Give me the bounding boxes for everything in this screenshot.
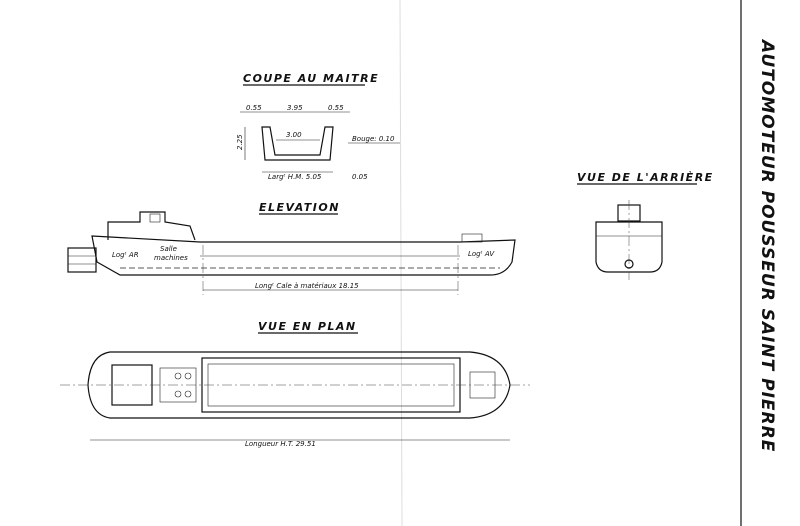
coupe-heading: COUPE AU MAITRE <box>243 72 379 85</box>
fold-line <box>399 0 403 526</box>
elevation-view: ELEVATION Logᵗ AR Salle machines Logᵗ AV… <box>67 201 516 295</box>
width-label: Largᵗ H.M. 5.05 <box>268 173 322 181</box>
plan-view: VUE EN PLAN Longueur H.T. 29.51 <box>60 320 530 448</box>
log-ar-label: Logᵗ AR <box>112 251 139 259</box>
dim-small: 0.05 <box>352 173 368 181</box>
machines-label: machines <box>154 254 188 262</box>
arriere-heading: VUE DE L'ARRIÈRE <box>577 170 714 184</box>
cale-length-label: Longᵗ Cale à matériaux 18.15 <box>255 282 359 290</box>
dim-bottom-inner: 3.00 <box>286 131 302 139</box>
salle-label: Salle <box>160 245 177 253</box>
coupe-au-maitre: COUPE AU MAITRE 0.55 3.95 0.55 3.00 2.25… <box>236 72 400 181</box>
rear-view: VUE DE L'ARRIÈRE <box>577 170 714 280</box>
dim-right: 0.55 <box>328 104 344 112</box>
bouge-label: Bouge: 0.10 <box>352 135 395 143</box>
longueur-label: Longueur H.T. 29.51 <box>245 440 316 448</box>
drawing-title: AUTOMOTEUR POUSSEUR SAINT PIERRE <box>757 38 777 452</box>
elevation-heading: ELEVATION <box>259 201 340 214</box>
log-av-label: Logᵗ AV <box>468 250 495 258</box>
dim-left: 0.55 <box>246 104 262 112</box>
plan-heading: VUE EN PLAN <box>258 320 357 333</box>
dim-top: 3.95 <box>287 104 303 112</box>
dim-height: 2.25 <box>236 134 244 150</box>
